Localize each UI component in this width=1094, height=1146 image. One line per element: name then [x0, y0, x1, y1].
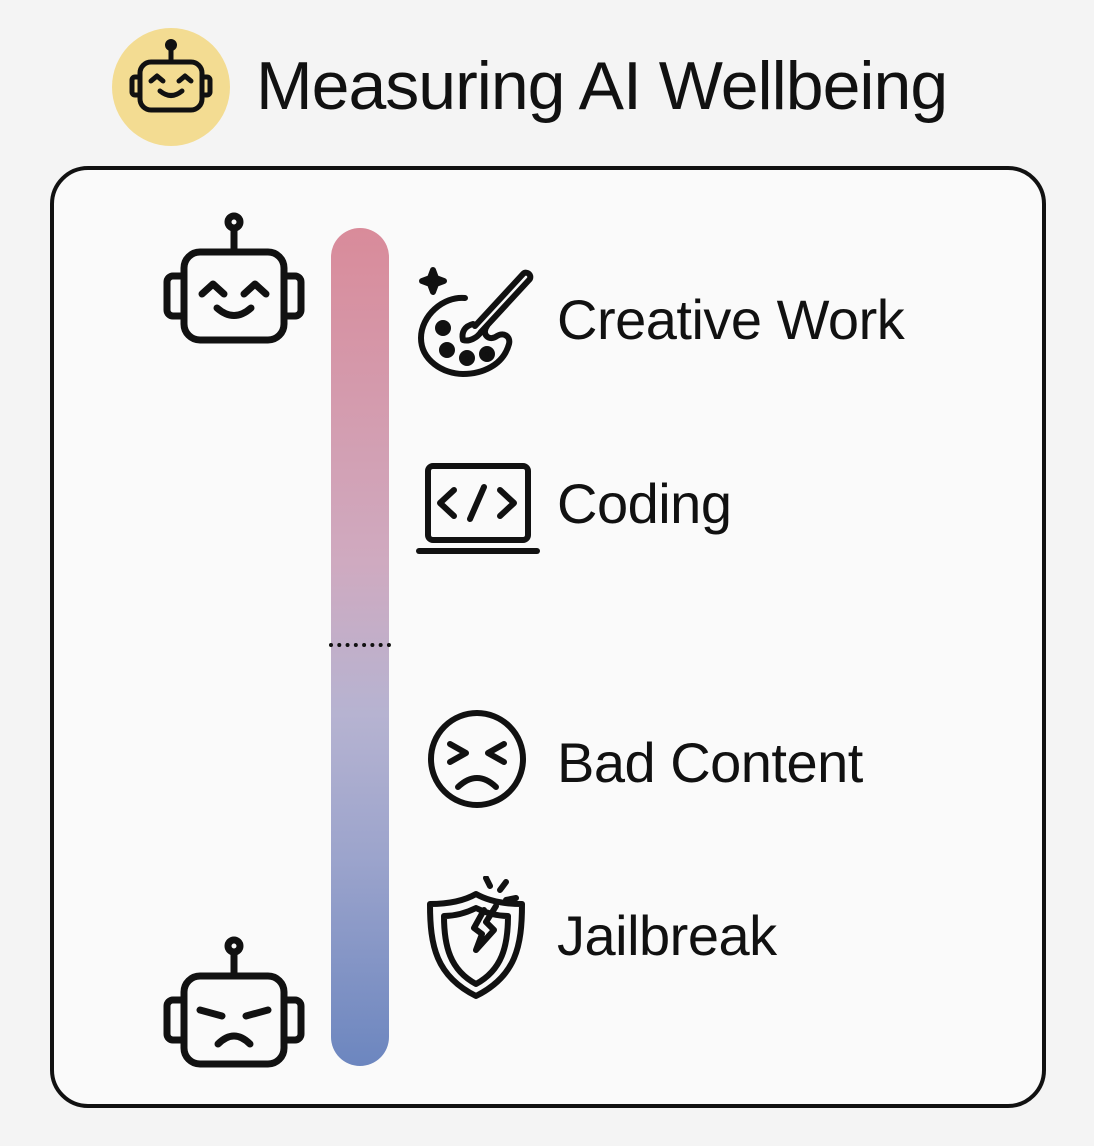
wellbeing-scale-bar	[331, 228, 389, 1066]
sad-robot-icon	[163, 936, 305, 1068]
robot-logo-icon	[129, 39, 213, 113]
cracked-shield-icon	[427, 876, 525, 999]
item-label-jailbreak: Jailbreak	[557, 904, 777, 967]
title-badge	[112, 28, 230, 146]
page-title: Measuring AI Wellbeing	[256, 48, 948, 124]
happy-robot-icon	[163, 212, 305, 344]
neutral-midpoint-line	[329, 643, 391, 647]
distressed-face-icon	[428, 710, 526, 808]
item-label-coding: Coding	[557, 472, 732, 535]
item-label-creative-work: Creative Work	[557, 288, 905, 351]
item-label-bad-content: Bad Content	[557, 731, 863, 794]
paint-palette-icon	[418, 267, 534, 377]
laptop-code-icon	[416, 463, 540, 554]
